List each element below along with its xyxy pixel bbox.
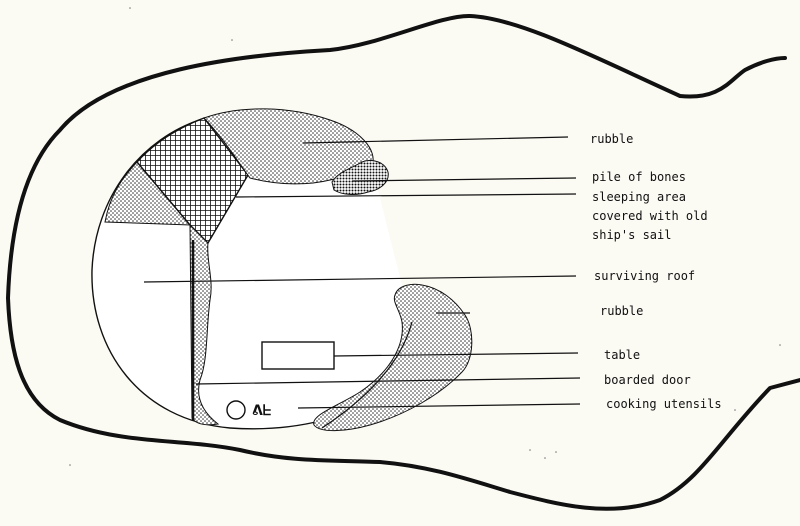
label-boarded-door: boarded door [604, 373, 691, 387]
rubble-right [313, 283, 473, 432]
leader-cooking-utensils [297, 403, 581, 409]
label-cooking-utensils: cooking utensils [606, 397, 722, 411]
outer-boundary [6, 13, 800, 511]
leader-surviving-roof [143, 275, 577, 283]
leader-sleeping-area [235, 193, 577, 198]
label-table: table [604, 348, 640, 362]
pile-of-bones [331, 159, 389, 195]
label-sleeping-area-2: covered with old [592, 209, 708, 223]
label-rubble-top: rubble [590, 132, 633, 146]
label-surviving-roof: surviving roof [594, 269, 695, 283]
label-rubble-right: rubble [600, 304, 643, 318]
label-sleeping-area-3: ship's sail [592, 228, 671, 242]
leader-pile-of-bones [351, 177, 577, 182]
left-wall-rubble [189, 223, 220, 426]
table-shape [261, 341, 335, 370]
label-sleeping-area-1: sleeping area [592, 190, 686, 204]
leader-boarded-door [195, 377, 581, 385]
sleeping-area [136, 117, 249, 245]
leader-table [333, 352, 579, 357]
upper-left-dotted-area [104, 161, 192, 226]
svg-text:ᕕᖶ: ᕕᖶ [252, 403, 271, 419]
leader-lines [143, 136, 581, 409]
paper-speckle [69, 7, 781, 466]
cooking-utensils-icon: ᕕᖶ [226, 400, 271, 420]
label-pile-of-bones: pile of bones [592, 170, 686, 184]
structure-wall-inner-arc [321, 321, 413, 429]
leader-rubble-top [302, 136, 569, 144]
